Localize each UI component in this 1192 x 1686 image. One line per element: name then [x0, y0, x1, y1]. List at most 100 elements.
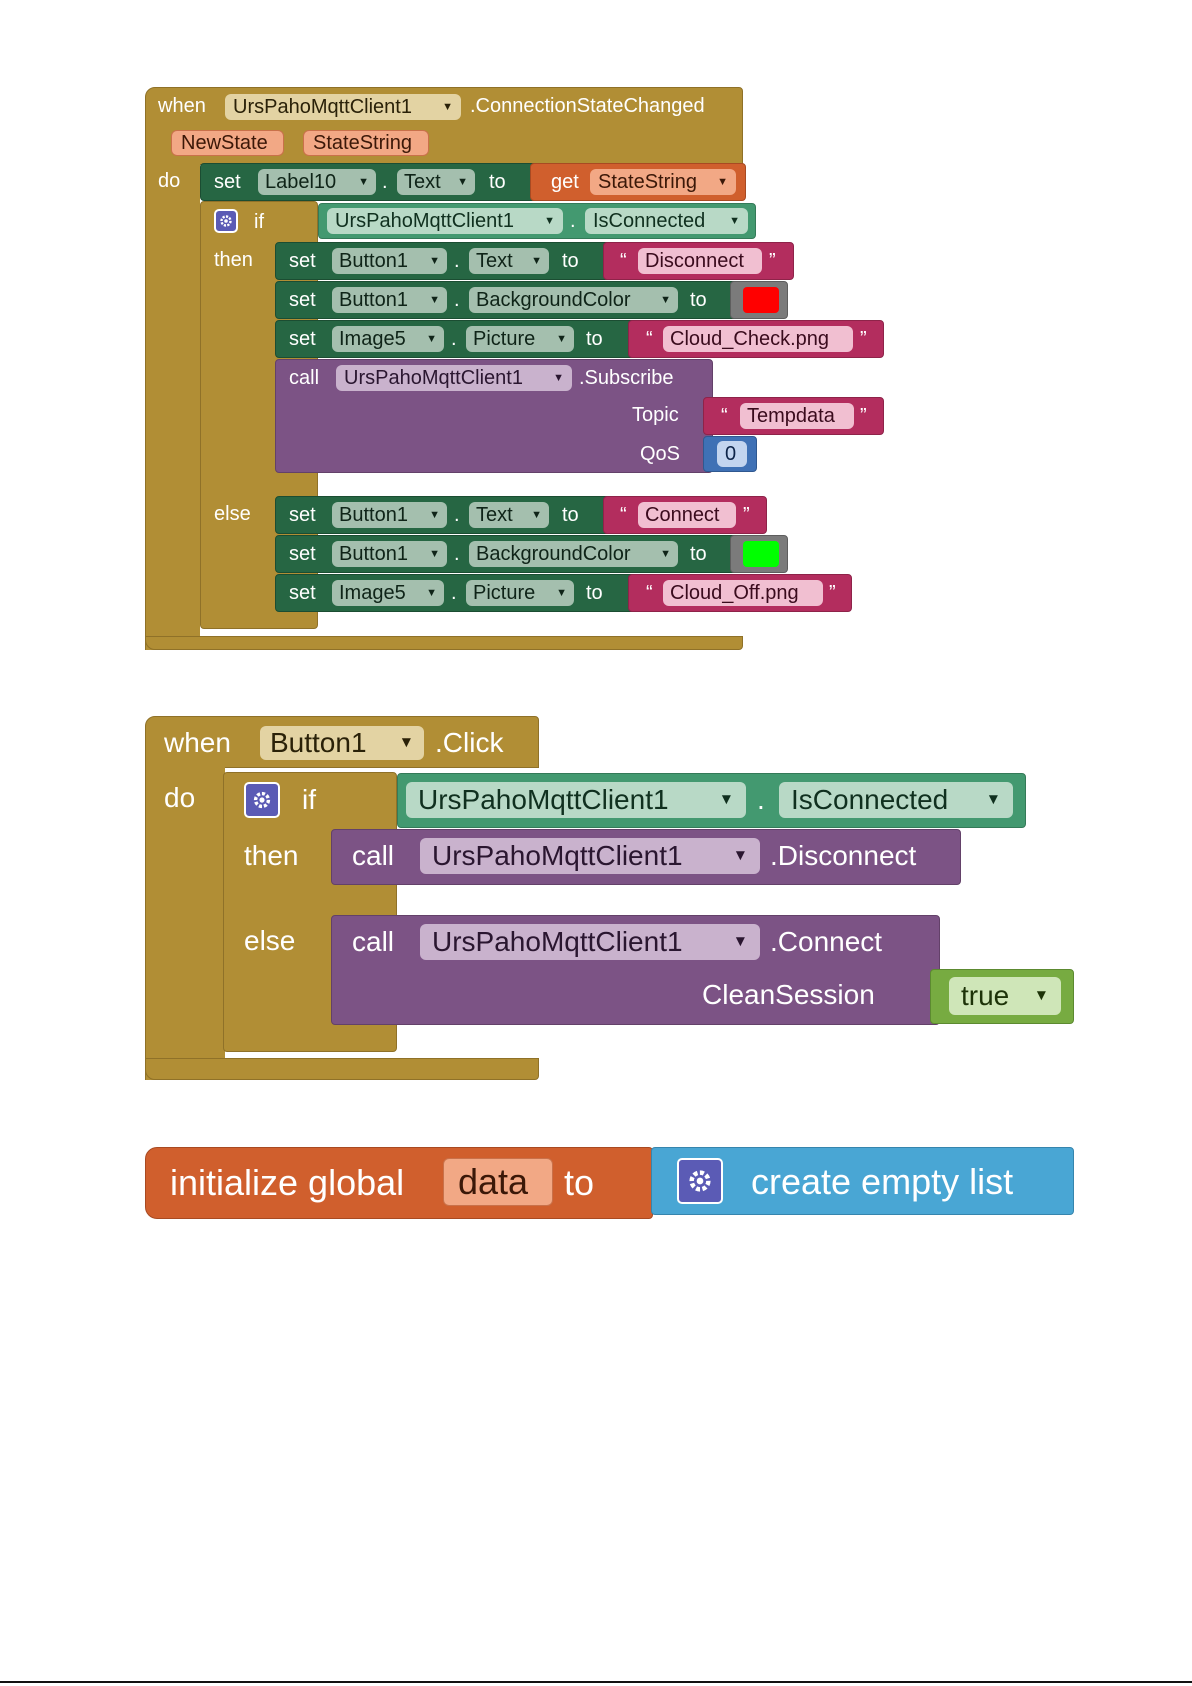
create-empty-list-label: create empty list — [751, 1161, 1014, 1202]
component-dropdown[interactable]: Button1 ▼ — [260, 726, 424, 760]
to-keyword: to — [690, 543, 707, 565]
qos-value[interactable]: 0 — [717, 441, 747, 467]
image5-dropdown[interactable]: Image5 ▼ — [332, 326, 444, 352]
open-quote: “ — [646, 328, 653, 350]
open-quote: “ — [646, 582, 653, 604]
boolean-dropdown[interactable]: true ▼ — [949, 977, 1061, 1015]
bgcolor-property-dropdown[interactable]: BackgroundColor ▼ — [469, 541, 678, 567]
method-name: .Disconnect — [770, 840, 917, 871]
set-keyword: set — [289, 328, 316, 350]
if-keyword: if — [254, 211, 264, 233]
chevron-down-icon: ▼ — [660, 294, 671, 306]
string-value[interactable]: Tempdata — [740, 403, 854, 429]
clean-session-label: CleanSession — [702, 979, 875, 1010]
event-spine — [145, 160, 200, 650]
close-quote: ” — [769, 250, 776, 272]
button1-dropdown[interactable]: Button1 ▼ — [332, 541, 447, 567]
text-property-dropdown[interactable]: Text ▼ — [469, 248, 549, 274]
call-keyword: call — [352, 840, 395, 871]
string-value[interactable]: Cloud_Check.png — [663, 326, 853, 352]
chevron-down-icon: ▼ — [426, 333, 437, 345]
bgcolor-property-dropdown[interactable]: BackgroundColor ▼ — [469, 287, 678, 313]
chevron-down-icon: ▼ — [398, 734, 414, 751]
to-keyword: to — [586, 328, 603, 350]
event-footer — [145, 1058, 539, 1080]
dot-separator: . — [454, 504, 460, 526]
call-component-dropdown[interactable]: UrsPahoMqttClient1 ▼ — [420, 838, 760, 874]
isconnected-dropdown[interactable]: IsConnected ▼ — [779, 782, 1013, 818]
string-value[interactable]: Cloud_Off.png — [663, 580, 823, 606]
chevron-down-icon: ▼ — [442, 101, 453, 113]
chevron-down-icon: ▼ — [531, 255, 542, 267]
chevron-down-icon: ▼ — [660, 548, 671, 560]
button1-dropdown[interactable]: Button1 ▼ — [332, 502, 447, 528]
chevron-down-icon: ▼ — [429, 255, 440, 267]
component-dropdown[interactable]: UrsPahoMqttClient1 ▼ — [225, 94, 461, 120]
chevron-down-icon: ▼ — [717, 176, 728, 188]
event-name: .Click — [435, 727, 504, 758]
text-property-dropdown[interactable]: Text ▼ — [469, 502, 549, 528]
chevron-down-icon: ▼ — [531, 509, 542, 521]
text-property-dropdown[interactable]: Text ▼ — [397, 169, 475, 195]
dot-separator: . — [382, 171, 388, 193]
call-keyword: call — [289, 367, 320, 389]
dot-separator: . — [454, 289, 460, 311]
label10-dropdown[interactable]: Label10 ▼ — [258, 169, 376, 195]
picture-property-dropdown[interactable]: Picture ▼ — [466, 326, 574, 352]
page-bottom-border — [0, 1681, 1192, 1683]
topic-label: Topic — [632, 404, 679, 426]
image5-dropdown[interactable]: Image5 ▼ — [332, 580, 444, 606]
chevron-down-icon: ▼ — [1033, 987, 1049, 1004]
chevron-down-icon: ▼ — [544, 215, 555, 227]
chevron-down-icon: ▼ — [556, 333, 567, 345]
event-footer — [145, 636, 743, 650]
get-variable-dropdown[interactable]: StateString ▼ — [590, 169, 736, 195]
gear-icon[interactable] — [214, 209, 238, 233]
red-color-swatch[interactable] — [743, 287, 779, 313]
open-quote: “ — [620, 504, 627, 526]
open-quote: “ — [721, 405, 728, 427]
condition-component-dropdown[interactable]: UrsPahoMqttClient1 ▼ — [327, 208, 563, 234]
string-value[interactable]: Connect — [638, 502, 736, 528]
close-quote: ” — [743, 504, 750, 526]
picture-property-dropdown[interactable]: Picture ▼ — [466, 580, 574, 606]
dot-separator: . — [757, 784, 765, 815]
button1-dropdown[interactable]: Button1 ▼ — [332, 248, 447, 274]
dot-separator: . — [570, 210, 576, 232]
gear-icon[interactable] — [244, 782, 280, 818]
chevron-down-icon: ▼ — [729, 215, 740, 227]
button1-dropdown[interactable]: Button1 ▼ — [332, 287, 447, 313]
set-keyword: set — [214, 171, 241, 193]
else-keyword: else — [214, 503, 251, 525]
set-keyword: set — [289, 504, 316, 526]
dot-separator: . — [454, 543, 460, 565]
set-keyword: set — [289, 250, 316, 272]
green-color-swatch[interactable] — [743, 541, 779, 567]
call-component-dropdown[interactable]: UrsPahoMqttClient1 ▼ — [336, 365, 572, 391]
do-keyword: do — [158, 170, 181, 192]
method-name: .Subscribe — [579, 367, 674, 389]
param-newstate[interactable]: NewState — [171, 130, 284, 156]
isconnected-dropdown[interactable]: IsConnected ▼ — [585, 208, 748, 234]
chevron-down-icon: ▼ — [426, 587, 437, 599]
dot-separator: . — [451, 582, 457, 604]
call-component-dropdown[interactable]: UrsPahoMqttClient1 ▼ — [420, 924, 760, 960]
initialize-global-block[interactable] — [145, 1147, 653, 1219]
condition-component-dropdown[interactable]: UrsPahoMqttClient1 ▼ — [406, 782, 746, 818]
chevron-down-icon: ▼ — [429, 294, 440, 306]
chevron-down-icon: ▼ — [429, 509, 440, 521]
gear-icon[interactable] — [677, 1158, 723, 1204]
variable-name-field[interactable]: data — [443, 1158, 553, 1206]
close-quote: ” — [829, 582, 836, 604]
chevron-down-icon: ▼ — [553, 372, 564, 384]
if-keyword: if — [302, 784, 316, 815]
chevron-down-icon: ▼ — [429, 548, 440, 560]
string-value[interactable]: Disconnect — [638, 248, 762, 274]
when-keyword: when — [164, 727, 231, 758]
get-keyword: get — [551, 171, 579, 193]
dot-separator: . — [451, 328, 457, 350]
chevron-down-icon: ▼ — [457, 176, 468, 188]
param-statestring[interactable]: StateString — [303, 130, 429, 156]
to-keyword: to — [489, 171, 506, 193]
close-quote: ” — [860, 405, 867, 427]
